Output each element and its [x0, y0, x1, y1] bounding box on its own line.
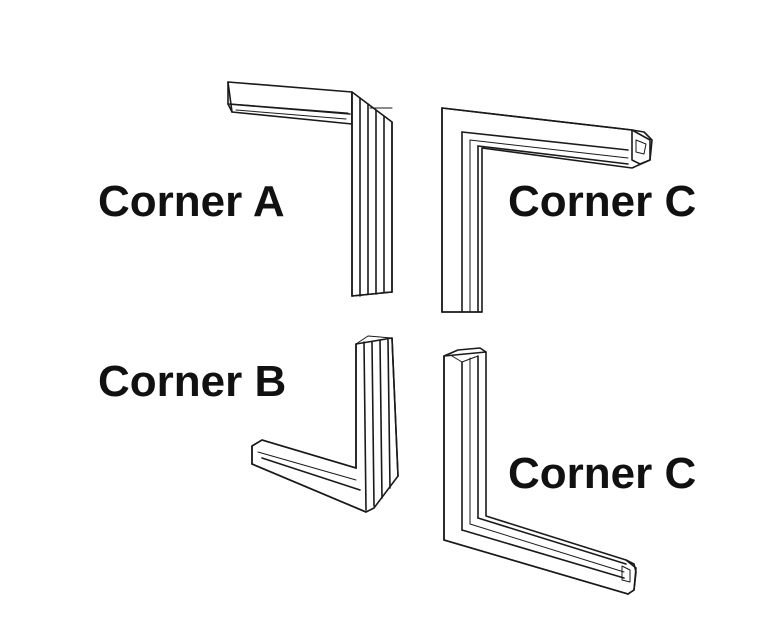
- corner-c-top-label: Corner C: [508, 177, 697, 226]
- corner-a-label: Corner A: [98, 177, 285, 226]
- corner-b-label: Corner B: [98, 357, 287, 406]
- corner-c-bottom-label: Corner C: [508, 449, 697, 498]
